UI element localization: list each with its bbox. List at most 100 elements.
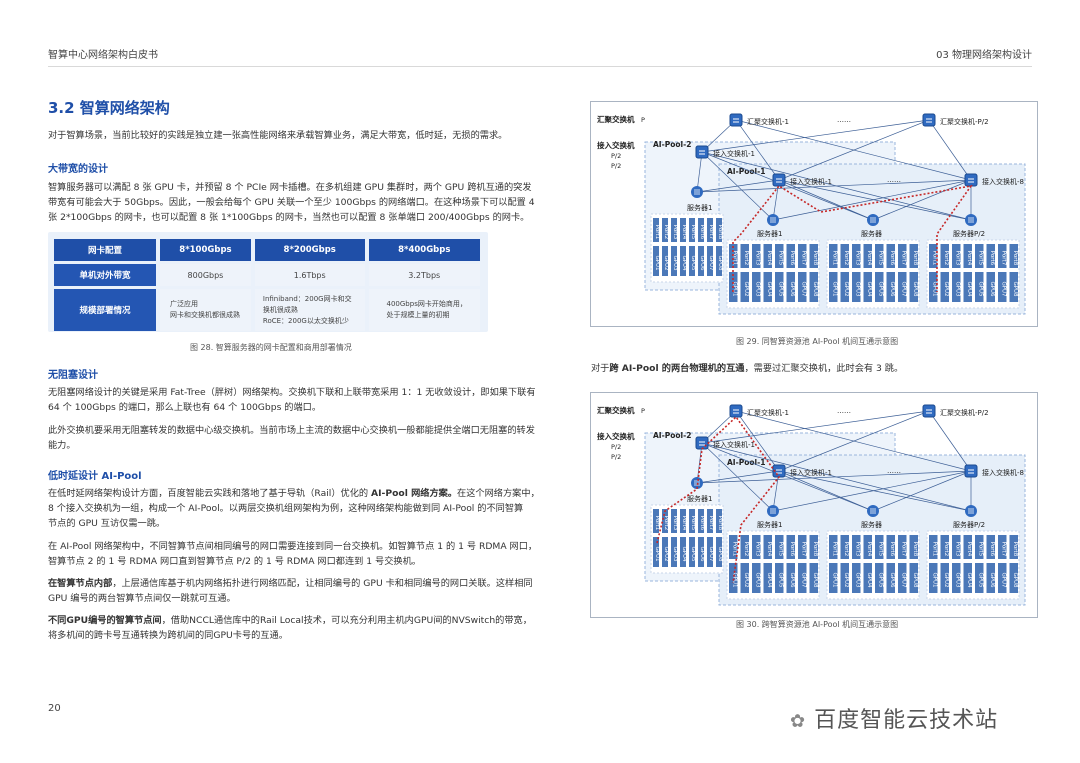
gpu-cell bbox=[662, 537, 668, 567]
gpu-cell bbox=[898, 563, 907, 593]
gpu-cell bbox=[689, 246, 695, 276]
gpu-label: GPU4 bbox=[866, 281, 872, 297]
text-line: GPU 编号的两台智算节点间仅一跳就可互通。 bbox=[48, 593, 236, 604]
gpu-cell bbox=[653, 246, 659, 276]
port-label: Port2 bbox=[663, 516, 669, 530]
p2-mark: P/2 bbox=[611, 443, 621, 451]
port-label: Port4 bbox=[866, 542, 872, 557]
port-label: Port8 bbox=[717, 516, 723, 531]
port-label: Port1 bbox=[654, 516, 660, 530]
link-line bbox=[928, 119, 972, 181]
text-line: 在智算节点内部，上层通信库基于机内网络拓扑进行网络匹配，让相同编号的 GPU 卡… bbox=[48, 578, 533, 589]
gpu-cell bbox=[1009, 272, 1018, 302]
text-line: 智算服务器可以满配 8 张 GPU 卡，并预留 8 个 PCIe 网卡插槽。在多… bbox=[48, 182, 532, 193]
aggregation-switch-icon bbox=[922, 113, 936, 127]
gpu-label: GPU1 bbox=[931, 572, 937, 587]
port-label: Port1 bbox=[931, 251, 937, 265]
gpu-cell bbox=[829, 272, 838, 302]
wechat-icon: ✿ bbox=[790, 711, 807, 732]
ai-pool-2-label: AI-Pool-2 bbox=[653, 140, 691, 149]
figure-28-caption: 图 28. 智算服务器的网卡配置和商用部署情况 bbox=[190, 343, 352, 352]
gpu-cell bbox=[929, 272, 938, 302]
gpu-cell bbox=[986, 563, 995, 593]
port-label: Port6 bbox=[889, 542, 895, 557]
gpu-cell bbox=[840, 272, 849, 302]
port-cell bbox=[852, 535, 861, 559]
gpu-label: GPU5 bbox=[777, 572, 783, 588]
gpu-label: GPU6 bbox=[989, 572, 995, 588]
access-switch-icon-glyph bbox=[968, 178, 974, 183]
port-cell bbox=[653, 218, 659, 242]
port-label: Port1 bbox=[831, 542, 837, 556]
port-cell bbox=[940, 244, 949, 268]
gpu-label: GPU7 bbox=[708, 255, 714, 271]
cross-pool-paragraph: 对于跨 AI-Pool 的两台物理机的互通，需要过汇聚交换机，此时会有 3 跳。 bbox=[591, 363, 904, 374]
access-switch-icon-glyph bbox=[776, 178, 782, 183]
gpu-label: GPU2 bbox=[843, 572, 849, 587]
gpu-label: GPU2 bbox=[743, 281, 749, 296]
port-cell bbox=[662, 509, 668, 533]
gpu-label: GPU3 bbox=[854, 572, 860, 588]
gpu-label: GPU4 bbox=[681, 255, 687, 271]
port-cell bbox=[909, 244, 918, 268]
table-cell: 800Gbps bbox=[160, 264, 251, 286]
access-label: 接入交换机 bbox=[597, 140, 635, 150]
p-mark: P bbox=[641, 116, 645, 124]
access-label: 接入交换机 bbox=[597, 431, 635, 441]
port-cell bbox=[886, 244, 895, 268]
port-label: Port1 bbox=[731, 251, 737, 265]
port-cell bbox=[998, 244, 1007, 268]
aggregation-switch-icon-glyph bbox=[733, 409, 739, 414]
server-p2-label: 服务器P/2 bbox=[953, 229, 985, 238]
lowlatency-heading: 低时延设计 AI-Pool bbox=[48, 471, 142, 482]
header-divider bbox=[48, 66, 1032, 67]
gpu-label: GPU6 bbox=[889, 281, 895, 297]
gpu-label: GPU1 bbox=[731, 572, 737, 587]
link-line bbox=[701, 442, 874, 512]
server-label: 服务器 bbox=[861, 229, 882, 238]
gpu-label: GPU6 bbox=[699, 546, 705, 562]
text-line: 带宽有可能会大于 50Gbps。因此，一般会给每个 GPU 关联一个至少 100… bbox=[48, 197, 535, 208]
port-label: Port6 bbox=[889, 251, 895, 266]
text-line: 能力。 bbox=[48, 440, 76, 451]
gpu-cell bbox=[829, 563, 838, 593]
table-cell: 广泛应用 网卡和交换机都很成熟 bbox=[160, 289, 251, 331]
port-cell bbox=[698, 509, 704, 533]
port-cell bbox=[1009, 535, 1018, 559]
port-cell bbox=[798, 244, 807, 268]
table-cell: 400Gbps网卡开始商用， 处于规模上量的初期 bbox=[368, 289, 480, 331]
link-line bbox=[778, 179, 972, 221]
access-switch-label: 接入交换机-1 bbox=[713, 149, 755, 158]
text-line: 不同GPU编号的智算节点间，借助NCCL通信库中的Rail Local技术，可以… bbox=[48, 615, 532, 626]
gpu-cell bbox=[998, 272, 1007, 302]
table-header: 8*200Gbps bbox=[254, 239, 365, 261]
gpu-cell bbox=[698, 246, 704, 276]
gpu-cell bbox=[740, 563, 749, 593]
gpu-cell bbox=[763, 563, 772, 593]
port-label: Port6 bbox=[789, 542, 795, 557]
port-cell bbox=[863, 244, 872, 268]
access-switch-icon bbox=[695, 145, 709, 159]
ai-pool-2-label: AI-Pool-2 bbox=[653, 431, 691, 440]
gpu-cell bbox=[886, 272, 895, 302]
server-icon-glyph bbox=[694, 189, 700, 195]
link-line bbox=[778, 470, 972, 512]
port-cell bbox=[875, 535, 884, 559]
port-cell bbox=[963, 535, 972, 559]
port-cell bbox=[998, 535, 1007, 559]
link-line bbox=[778, 179, 874, 221]
server-icon-glyph bbox=[968, 508, 974, 514]
access-switch-icon bbox=[772, 173, 786, 187]
lossless-paragraph-1: 无阻塞网络设计的关键是采用 Fat-Tree（胖树）网络架构。交换机下联和上联带… bbox=[48, 385, 536, 415]
gpu-cell bbox=[875, 272, 884, 302]
port-label: Port5 bbox=[977, 251, 983, 266]
row-label: 单机对外带宽 bbox=[54, 264, 156, 286]
port-label: Port7 bbox=[900, 542, 906, 557]
gpu-label: GPU3 bbox=[954, 281, 960, 297]
ellipsis: …… bbox=[837, 407, 851, 415]
port-cell bbox=[886, 535, 895, 559]
gpu-cell bbox=[740, 272, 749, 302]
